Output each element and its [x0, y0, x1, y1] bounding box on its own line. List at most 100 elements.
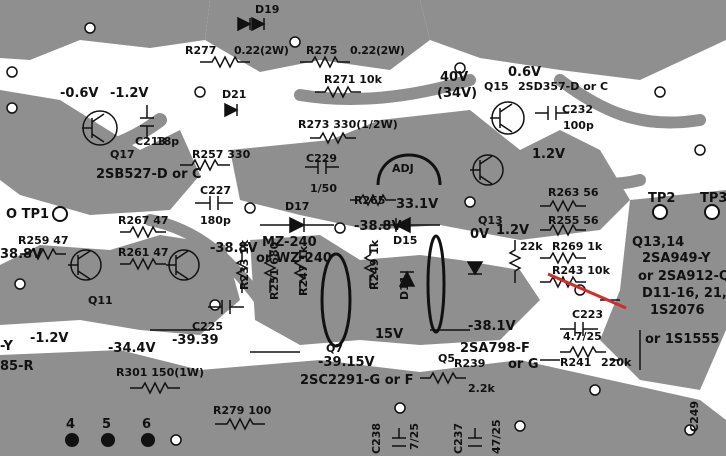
- label-pin-6: 6: [142, 417, 151, 432]
- label-pin-5: 5: [102, 417, 111, 432]
- pad: [654, 86, 666, 98]
- label-1-2v-right: 1.2V: [532, 147, 565, 162]
- label-r255: R255 56: [548, 214, 599, 227]
- label-q13: Q13: [478, 214, 503, 227]
- pin-5-pad: [101, 433, 115, 447]
- label-r263: R263 56: [548, 186, 599, 199]
- copper-trace-c: [554, 74, 706, 129]
- label-r273: R273 330(1/2W): [298, 118, 398, 131]
- label-r243: R243 10k: [552, 264, 611, 277]
- label-2sa912: or 2SA912-Q: [638, 269, 726, 284]
- pad: [694, 144, 706, 156]
- label-minus-38-8v-mid: -38.8V: [210, 241, 258, 256]
- label-r249: R249 1k: [368, 239, 381, 290]
- label-mz-240: MZ-240: [262, 235, 317, 250]
- label-r279: R279 100: [213, 404, 272, 417]
- red-annotation-mark: [547, 272, 627, 310]
- copper-trace-f: [534, 144, 646, 190]
- resistor-r241-symbol: [560, 345, 606, 359]
- label-q15-part: 2SD357-D or C: [518, 80, 608, 93]
- label-y-left: -Y: [0, 339, 13, 354]
- tp3-pad: [704, 204, 720, 220]
- resistor-r265-symbol: [350, 193, 396, 207]
- label-c213-value: 18p: [156, 135, 179, 148]
- resistor-22k-symbol: [508, 240, 522, 283]
- resistor-r239-symbol: [420, 371, 466, 385]
- label-minus-1-2v-low: -1.2V: [30, 331, 69, 346]
- label-minus-0-6v: -0.6V: [60, 86, 99, 101]
- label-1-2v-mid: 1.2V: [496, 223, 529, 238]
- pad: [454, 62, 466, 74]
- label-r265: R265: [354, 194, 385, 207]
- copper-region-top-mid: [205, 0, 430, 72]
- label-q17: Q17: [110, 148, 135, 161]
- label-r269: R269 1k: [552, 240, 603, 253]
- label-c223: C223: [572, 308, 603, 321]
- diode-d11-symbol: [398, 270, 416, 287]
- copper-region-center: [230, 110, 630, 240]
- label-tp3: TP3: [700, 191, 726, 206]
- label-2sa949: 2SA949-Y: [642, 251, 711, 266]
- copper-trace-e: [354, 294, 466, 329]
- label-c232: C232: [562, 103, 593, 116]
- resistor-r273-symbol: [310, 131, 356, 145]
- label-r271: R271 10k: [324, 73, 383, 86]
- label-c229-value: 1/50: [310, 182, 337, 195]
- pin-6-pad: [141, 433, 155, 447]
- label-r251: R251 680: [268, 241, 281, 300]
- transistor-q13-leads: [470, 155, 493, 185]
- label-r275: R275: [306, 44, 337, 57]
- resistor-r243-symbol: [540, 275, 586, 289]
- copper-trace-b: [294, 74, 476, 106]
- label-85-r: 85-R: [0, 359, 34, 374]
- label-c237: C237: [452, 423, 465, 454]
- pad: [334, 222, 346, 234]
- resistor-r277-symbol: [200, 55, 250, 69]
- label-c229: C229: [306, 152, 337, 165]
- copper-region-top-right: [420, 0, 726, 80]
- resistor-r279-symbol: [215, 417, 265, 431]
- label-r301: R301 150(1W): [116, 366, 204, 379]
- label-47-25: 47/25: [490, 419, 503, 454]
- capacitor-c232-symbol: [535, 106, 569, 120]
- label-q15: Q15: [484, 80, 509, 93]
- capacitor-c223-symbol: [560, 322, 598, 336]
- label-q7: Q7: [326, 342, 343, 355]
- resistor-r269-symbol: [540, 251, 586, 265]
- pad: [464, 196, 476, 208]
- label-2-2k: 2.2k: [468, 382, 495, 395]
- label-r277-value: 0.22(2W): [234, 44, 289, 57]
- label-q7-part: 2SC2291-G or F: [300, 373, 413, 388]
- label-minus-1-2v-top: -1.2V: [110, 86, 149, 101]
- resistor-r247-symbol: [293, 250, 307, 293]
- label-33-1v: 33.1V: [396, 197, 438, 212]
- label-0v: 0V: [470, 227, 489, 242]
- label-r257: R257 330: [192, 148, 251, 161]
- pad: [194, 86, 206, 98]
- label-r241: R241: [560, 356, 591, 369]
- label-r233: R233 1k: [238, 239, 251, 290]
- resistor-r275-symbol: [300, 55, 350, 69]
- pad: [589, 384, 601, 396]
- copper-region-right: [600, 190, 726, 390]
- label-wz-240: or WZ-240: [256, 251, 332, 266]
- label-c227-value: 180p: [200, 214, 231, 227]
- label-38-8v-left: 38.8V: [0, 247, 42, 262]
- capacitor-c225-symbol: [208, 300, 244, 314]
- label-1s2076: 1S2076: [650, 303, 705, 318]
- label-c249: C249: [688, 401, 701, 432]
- pad: [6, 102, 18, 114]
- pad: [209, 299, 221, 311]
- label-minus-38-8v-top: -38.8V: [354, 219, 402, 234]
- pad: [684, 424, 696, 436]
- pad: [6, 66, 18, 78]
- adj-trimmer-symbol: [376, 153, 442, 186]
- label-q5: Q5: [438, 352, 455, 365]
- label-q11: Q11: [88, 294, 113, 307]
- pad: [514, 420, 526, 432]
- copper-region-mid-left: [0, 235, 240, 335]
- label-tp2: TP2: [648, 191, 675, 206]
- resistor-r271-symbol: [315, 85, 361, 99]
- label-minus-39-15v: -39.15V: [318, 355, 375, 370]
- label-q5-part: 2SA798-F: [460, 341, 530, 356]
